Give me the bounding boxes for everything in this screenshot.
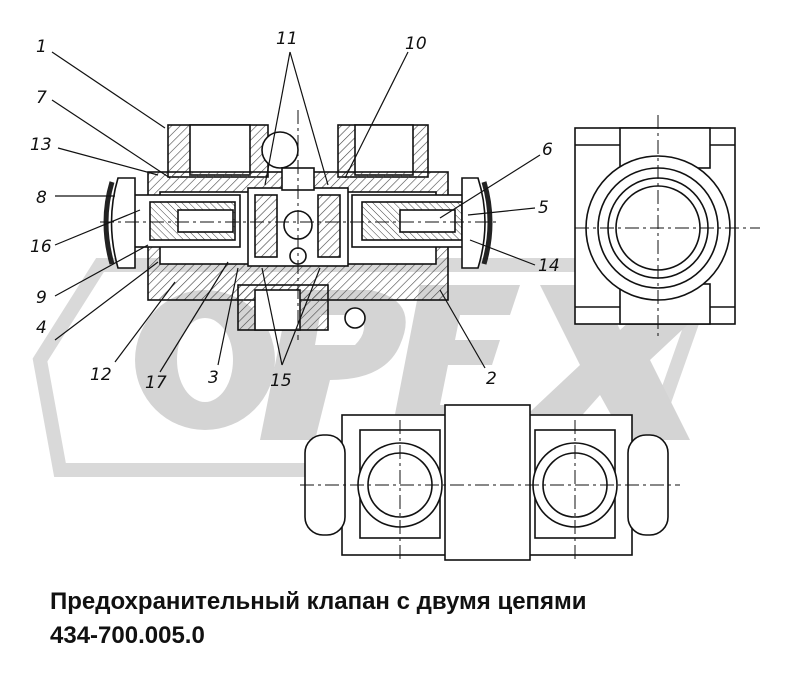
callout-17: 17 xyxy=(145,373,167,393)
callout-15: 15 xyxy=(270,371,292,391)
callout-4: 4 xyxy=(36,318,47,338)
callout-10: 10 xyxy=(405,34,427,54)
callout-7: 7 xyxy=(36,88,47,108)
callout-16: 16 xyxy=(30,237,52,257)
caption-part-number: 434-700.005.0 xyxy=(50,622,205,649)
callout-2: 2 xyxy=(486,369,497,389)
leader-lines xyxy=(51,51,541,373)
callout-3: 3 xyxy=(208,368,219,388)
callout-13: 13 xyxy=(30,135,52,155)
callout-12: 12 xyxy=(90,365,112,385)
side-view xyxy=(574,115,760,340)
callout-8: 8 xyxy=(36,188,47,208)
callout-9: 9 xyxy=(36,288,47,308)
section-view xyxy=(100,110,500,340)
callout-5: 5 xyxy=(538,198,549,218)
bottom-view xyxy=(300,404,680,561)
callout-14: 14 xyxy=(538,256,560,276)
callouts: 1 7 13 8 16 9 4 12 17 3 15 11 10 6 5 14 … xyxy=(30,29,560,393)
caption-title: Предохранительный клапан с двумя цепями xyxy=(50,588,587,615)
callout-11: 11 xyxy=(276,29,298,49)
callout-6: 6 xyxy=(542,140,553,160)
callout-1: 1 xyxy=(36,37,47,57)
